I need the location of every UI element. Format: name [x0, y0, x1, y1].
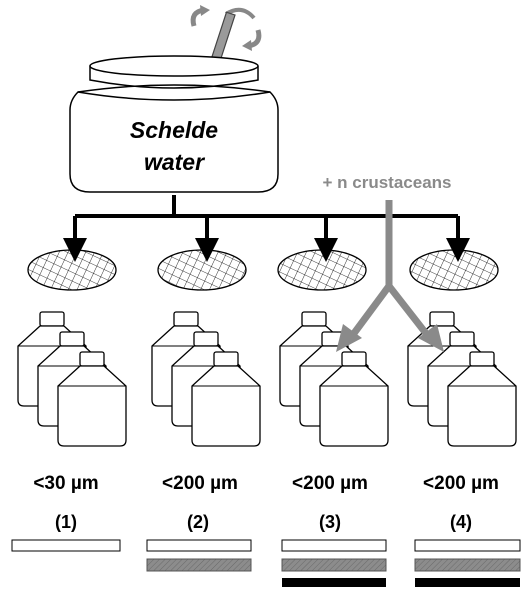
- black-bar: [282, 578, 386, 587]
- gray-bar: [281, 558, 387, 572]
- crustacean-arrow: [349, 200, 431, 339]
- treatment-number-1: (1): [55, 512, 77, 532]
- white-bar: [11, 539, 121, 552]
- size-label-1: <30 µm: [33, 473, 98, 494]
- mesh-filter-icon: [277, 249, 367, 291]
- white-bar: [146, 539, 252, 552]
- crustaceans-label: + n crustaceans: [323, 173, 452, 192]
- distribution-arrows: [73, 195, 460, 244]
- bottle-group-3: [279, 311, 389, 447]
- white-bar: [414, 539, 521, 552]
- tub-label-line2: water: [144, 149, 205, 175]
- mesh-filter-icon: [409, 249, 499, 291]
- treatment-bars-4: [414, 539, 521, 587]
- size-label-4: <200 µm: [423, 473, 499, 494]
- treatment-number-3: (3): [319, 512, 341, 532]
- black-bar: [415, 578, 520, 587]
- bottle-group-1: [17, 311, 127, 447]
- bottle-group-2: [151, 311, 261, 447]
- crustacean-arrowheads: [336, 324, 444, 352]
- mesh-filter-icon: [157, 249, 247, 291]
- treatment-number-4: (4): [450, 512, 472, 532]
- treatment-number-2: (2): [187, 512, 209, 532]
- water-tub: Schelde water: [69, 55, 279, 193]
- treatment-bars-1: [11, 539, 121, 552]
- size-label-2: <200 µm: [162, 473, 238, 494]
- mesh-filter-icon: [27, 249, 117, 291]
- filters: [27, 249, 499, 291]
- treatment-bars-3: [281, 539, 387, 587]
- treatment-bars-2: [146, 539, 252, 572]
- gray-bar: [414, 558, 521, 572]
- gray-bar: [146, 558, 252, 572]
- size-label-3: <200 µm: [292, 473, 368, 494]
- arrowheads: [63, 238, 470, 262]
- tub-label-line1: Schelde: [130, 117, 218, 143]
- white-bar: [281, 539, 387, 552]
